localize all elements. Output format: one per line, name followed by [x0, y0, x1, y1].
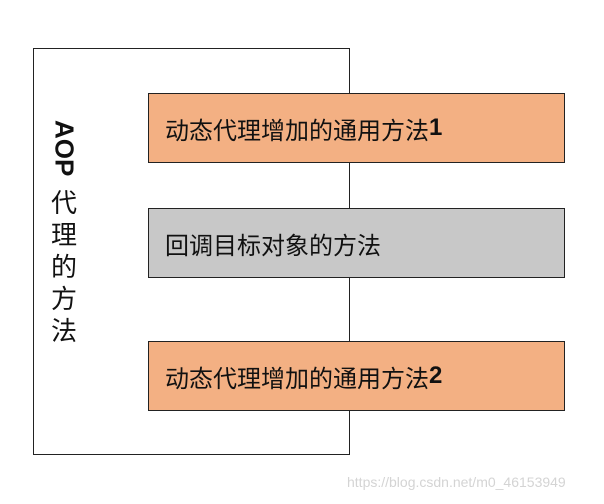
box-number: 2: [429, 362, 443, 389]
label-char: 代: [50, 189, 77, 220]
target-method-box: 回调目标对象的方法: [148, 208, 565, 278]
box-number: 1: [429, 114, 443, 141]
label-char: 的: [50, 253, 77, 284]
label-char: 法: [50, 317, 77, 348]
box-text: 动态代理增加的通用方法: [165, 364, 429, 393]
label-char: 理: [50, 221, 77, 252]
label-char: 方: [50, 285, 77, 316]
watermark: https://blog.csdn.net/m0_46153949: [347, 474, 566, 490]
box-text: 回调目标对象的方法: [165, 231, 381, 260]
aop-label: AOP: [49, 120, 80, 177]
aop-proxy-method-label: AOP 代 理 的 方 法: [46, 120, 82, 348]
box-text: 动态代理增加的通用方法: [165, 116, 429, 145]
